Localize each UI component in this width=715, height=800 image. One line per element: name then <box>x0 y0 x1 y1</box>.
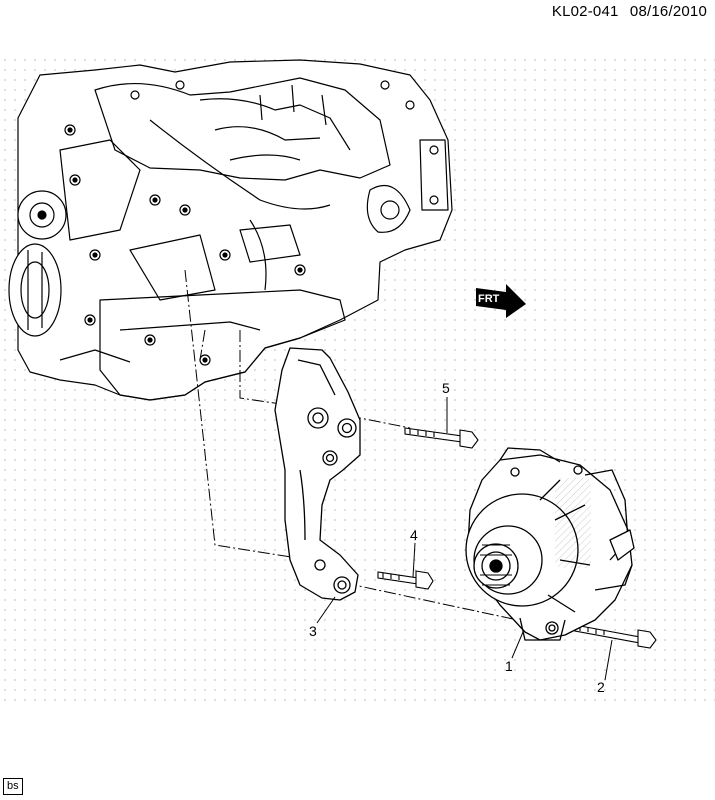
callout-1: 1 <box>505 658 513 674</box>
engine-block <box>8 59 453 401</box>
bolt-2 <box>574 624 657 649</box>
front-arrow-icon: FRT <box>476 284 526 318</box>
callout-5: 5 <box>442 380 450 396</box>
callout-2: 2 <box>597 679 605 695</box>
footer-badge: bs <box>3 778 23 795</box>
diagram-id: KL02-041 08/16/2010 <box>552 3 707 20</box>
generator <box>465 447 635 641</box>
front-arrow-label: FRT <box>478 293 500 305</box>
diagram-code: KL02-041 <box>551 3 619 20</box>
bolt-5 <box>404 427 479 449</box>
callout-4: 4 <box>410 527 418 543</box>
bolt-4 <box>377 570 434 590</box>
callout-leaders <box>316 397 613 681</box>
diagram-date: 08/16/2010 <box>629 3 707 20</box>
mounting-bracket <box>274 347 361 601</box>
callout-3: 3 <box>309 623 317 639</box>
